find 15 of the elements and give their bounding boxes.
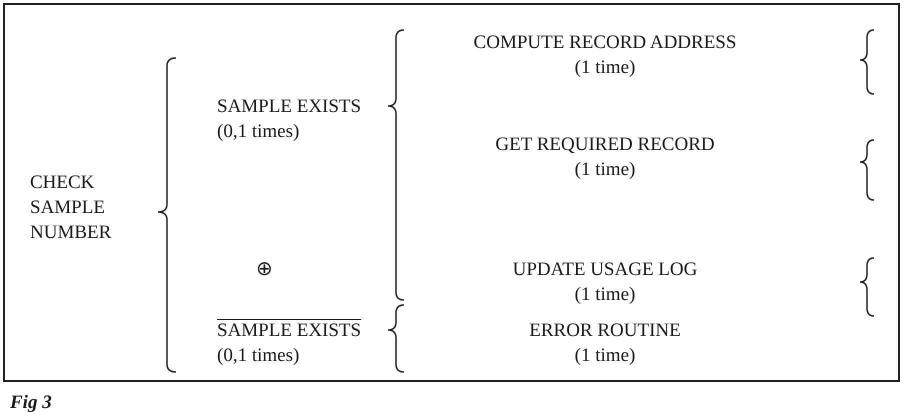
process-name: GET REQUIRED RECORD [494, 133, 716, 157]
repetition-count: (1 time) [574, 283, 636, 307]
figure-caption: Fig 3 [10, 392, 52, 414]
repetition-count: (0,1 times) [217, 120, 300, 144]
process-name: CHECK SAMPLE NUMBER [30, 171, 112, 245]
process-name: COMPUTE RECORD ADDRESS [472, 31, 738, 55]
repetition-count: (1 time) [574, 158, 636, 182]
process-name: UPDATE USAGE LOG [512, 258, 698, 282]
repetition-count: (1 time) [574, 56, 636, 80]
selector-symbol: ⊕ [256, 257, 273, 281]
process-name: ERROR ROUTINE [528, 319, 682, 343]
repetition-count: (1 time) [574, 344, 636, 368]
process-name: SAMPLE EXISTS [217, 95, 362, 119]
process-name: SAMPLE EXISTS [217, 319, 362, 343]
repetition-count: (0,1 times) [217, 344, 300, 368]
